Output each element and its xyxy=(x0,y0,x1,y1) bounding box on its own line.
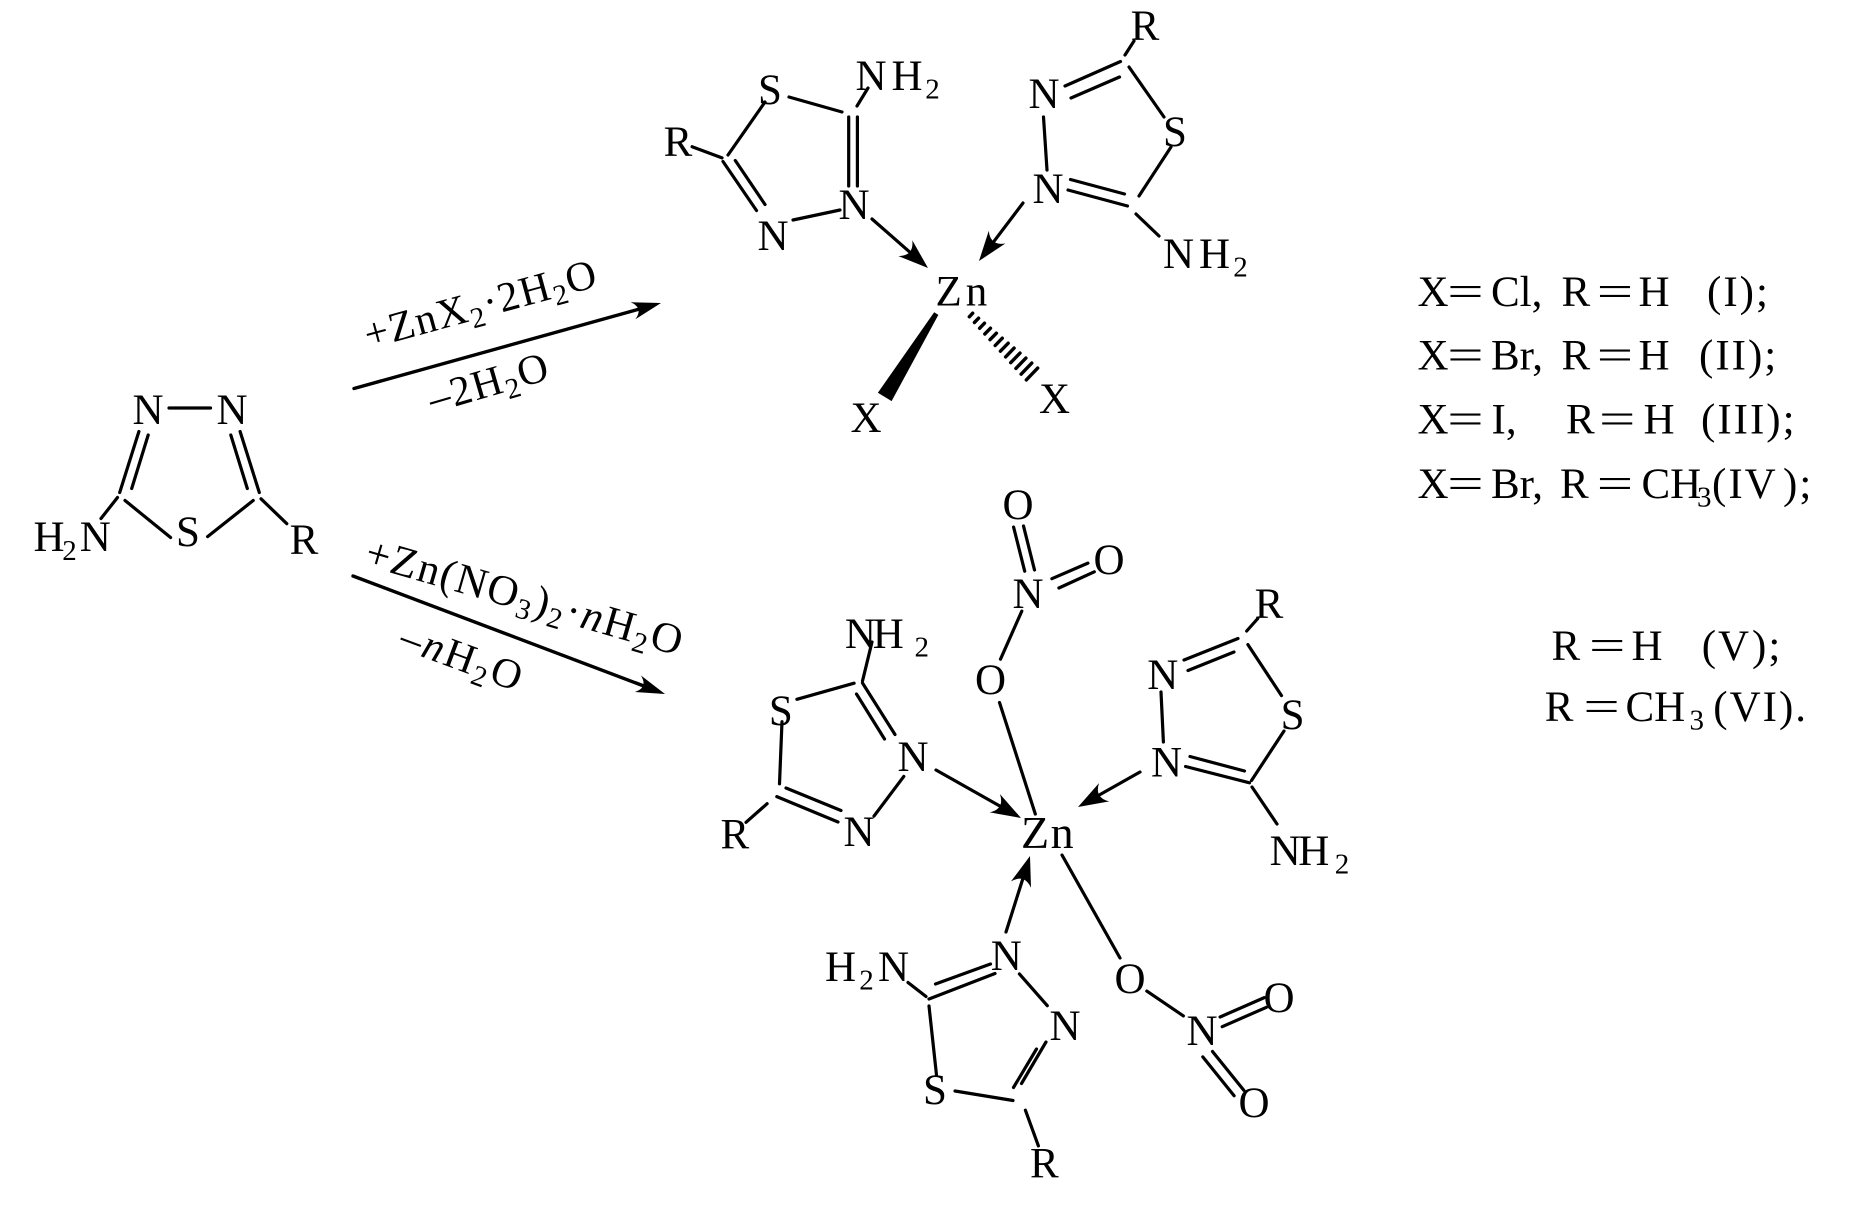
svg-text:H: H xyxy=(873,611,904,658)
svg-text:N: N xyxy=(1028,71,1059,118)
svg-text:R: R xyxy=(1562,269,1591,316)
svg-text:=: = xyxy=(1447,460,1483,508)
svg-text:H: H xyxy=(825,944,856,991)
svg-text:S: S xyxy=(923,1067,947,1114)
svg-text:N: N xyxy=(855,53,886,100)
svg-text:N: N xyxy=(1032,166,1063,213)
svg-text:2: 2 xyxy=(925,74,940,106)
svg-text:R: R xyxy=(720,812,749,859)
svg-text:);: ); xyxy=(1752,623,1782,670)
svg-text:R: R xyxy=(290,517,319,564)
svg-text:O: O xyxy=(1002,482,1033,529)
svg-text:I,: I, xyxy=(1492,397,1517,444)
svg-text:H: H xyxy=(1639,269,1670,316)
svg-text:H: H xyxy=(33,514,64,561)
svg-text:2: 2 xyxy=(1335,849,1350,881)
svg-text:N: N xyxy=(1049,1003,1080,1050)
svg-text:R: R xyxy=(1560,461,1589,508)
svg-text:N: N xyxy=(216,387,247,434)
svg-text:Br,: Br, xyxy=(1491,461,1543,508)
svg-text:(IV: (IV xyxy=(1712,461,1778,508)
svg-text:Zn: Zn xyxy=(936,269,992,316)
svg-text:X: X xyxy=(1418,269,1449,316)
svg-text:Zn: Zn xyxy=(1021,807,1075,858)
svg-text:N: N xyxy=(1186,1008,1217,1055)
svg-text:O: O xyxy=(1263,975,1294,1022)
svg-text:H: H xyxy=(1632,623,1663,670)
svg-text:N: N xyxy=(1270,828,1301,875)
svg-text:N: N xyxy=(838,182,869,229)
svg-text:=: = xyxy=(1447,331,1483,379)
svg-text:3: 3 xyxy=(1690,705,1705,737)
svg-text:O: O xyxy=(975,657,1006,704)
svg-text:R: R xyxy=(1131,3,1160,50)
svg-text:X: X xyxy=(850,395,881,442)
svg-text:N: N xyxy=(878,944,909,991)
svg-text:=: = xyxy=(1447,268,1483,316)
svg-text:N: N xyxy=(897,734,928,781)
svg-text:S: S xyxy=(1163,109,1187,156)
svg-text:N: N xyxy=(1151,740,1182,787)
svg-text:=: = xyxy=(1597,331,1633,379)
svg-text:–2H2O: –2H2O xyxy=(422,344,556,428)
svg-text:Cl,: Cl, xyxy=(1491,269,1542,316)
svg-text:N: N xyxy=(80,514,111,561)
svg-text:(V: (V xyxy=(1702,623,1751,670)
svg-text:R: R xyxy=(1255,581,1284,628)
svg-text:);: ); xyxy=(1783,461,1813,508)
svg-text:2: 2 xyxy=(859,965,874,997)
svg-text:N: N xyxy=(757,213,788,260)
svg-text:H: H xyxy=(891,53,922,100)
svg-text:R: R xyxy=(664,119,693,166)
svg-text:X: X xyxy=(1418,397,1449,444)
svg-text:CH: CH xyxy=(1626,684,1686,731)
svg-text:N: N xyxy=(843,809,874,856)
svg-text:2: 2 xyxy=(1233,252,1248,284)
svg-text:H: H xyxy=(1298,828,1329,875)
svg-text:(III);: (III); xyxy=(1701,397,1797,444)
svg-text:(II);: (II); xyxy=(1699,333,1778,380)
svg-text:S: S xyxy=(1281,692,1305,739)
svg-text:–nH2O: –nH2O xyxy=(391,614,530,707)
svg-text:X: X xyxy=(1418,333,1449,380)
svg-text:R: R xyxy=(1545,684,1574,731)
svg-text:X: X xyxy=(1418,461,1449,508)
svg-text:3: 3 xyxy=(1697,482,1712,514)
svg-text:R: R xyxy=(1030,1141,1059,1188)
svg-text:O: O xyxy=(1093,537,1124,584)
svg-text:N: N xyxy=(991,933,1022,980)
svg-text:S: S xyxy=(769,688,793,735)
svg-text:S: S xyxy=(176,509,200,556)
svg-text:R: R xyxy=(1552,623,1581,670)
svg-text:N: N xyxy=(1012,571,1043,618)
svg-text:O: O xyxy=(1114,956,1145,1003)
svg-text:H: H xyxy=(1199,231,1230,278)
svg-text:N: N xyxy=(132,387,163,434)
svg-text:2: 2 xyxy=(915,632,930,664)
svg-text:=: = xyxy=(1597,460,1633,508)
svg-text:=: = xyxy=(1599,395,1635,443)
svg-text:N: N xyxy=(1163,231,1194,278)
svg-text:X: X xyxy=(1039,376,1070,423)
svg-text:=: = xyxy=(1583,683,1619,731)
svg-text:(I);: (I); xyxy=(1707,269,1770,316)
svg-text:R: R xyxy=(1566,397,1595,444)
svg-text:(VI).: (VI). xyxy=(1713,684,1808,731)
svg-text:+ZnX2·2H2O: +ZnX2·2H2O xyxy=(359,251,604,364)
svg-text:=: = xyxy=(1447,395,1483,443)
svg-text:=: = xyxy=(1589,622,1625,670)
svg-text:R: R xyxy=(1562,333,1591,380)
svg-text:Br,: Br, xyxy=(1491,333,1543,380)
svg-text:N: N xyxy=(1147,652,1178,699)
svg-text:=: = xyxy=(1597,268,1633,316)
svg-text:CH: CH xyxy=(1642,461,1702,508)
svg-text:H: H xyxy=(1639,333,1670,380)
svg-text:H: H xyxy=(1644,397,1675,444)
svg-text:2: 2 xyxy=(62,535,77,567)
